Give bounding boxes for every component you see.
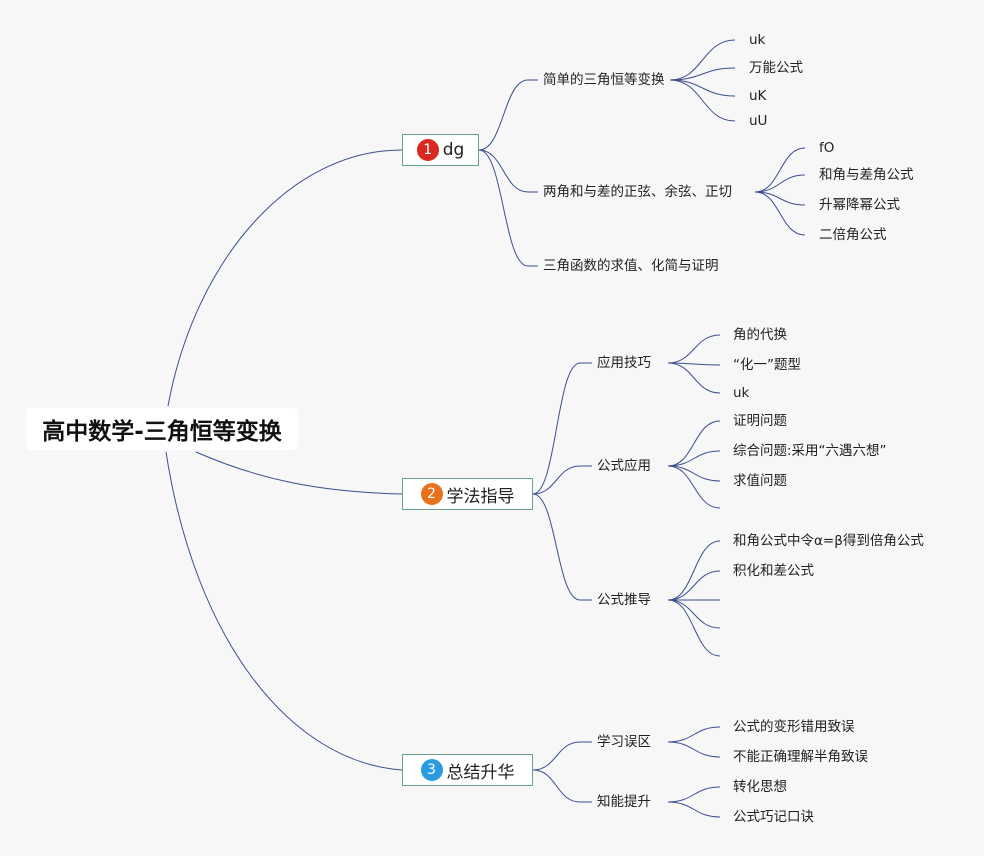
link-b2-s3-leaf-3 [667, 599, 721, 629]
leaf-formula-misuse[interactable]: 公式的变形错用致误 [733, 719, 855, 735]
link-b2-s3 [532, 493, 581, 601]
leaf-uk-2[interactable]: uk [733, 385, 750, 401]
leaf-mnemonic[interactable]: 公式巧记口诀 [733, 809, 814, 825]
branch-2-node[interactable]: 2 学法指导 [402, 478, 533, 510]
leaf-uU[interactable]: uU [749, 113, 768, 129]
leaf-unify-type[interactable]: “化一”题型 [733, 357, 801, 373]
link-b1-s1-leaf-1 [669, 67, 736, 81]
link-b2-s2-leaf-0 [667, 420, 721, 467]
link-b3-s2-leaf-1 [667, 801, 721, 818]
link-b3-s2-leaf-0 [667, 786, 721, 803]
link-b1-s1-leaf-3 [669, 79, 736, 122]
link-b2-s2-leaf-1 [667, 450, 721, 467]
link-b1-s3 [478, 149, 529, 267]
link-b1-s1-leaf-0 [669, 39, 736, 81]
link-b2-s3-leaf-0 [667, 540, 721, 601]
number-1-badge: 1 [416, 139, 439, 161]
leaf-evaluation-problems[interactable]: 求值问题 [733, 473, 787, 489]
link-b3-s1 [532, 741, 581, 771]
link-b1-s2-leaf-3 [754, 191, 806, 236]
link-root-branch-2 [195, 451, 403, 495]
subtopic-formula-application[interactable]: 公式应用 [597, 458, 651, 474]
link-root-branch-1 [167, 149, 403, 407]
link-b3-s1-leaf-1 [667, 741, 721, 758]
link-b2-s1 [532, 362, 581, 495]
leaf-universal-formula[interactable]: 万能公式 [749, 60, 803, 76]
subtopic-application-skills[interactable]: 应用技巧 [597, 355, 651, 371]
subtopic-learning-pitfalls[interactable]: 学习误区 [597, 734, 651, 750]
link-b2-s3-leaf-1 [667, 570, 721, 601]
subtopic-evaluate-simplify[interactable]: 三角函数的求值、化简与证明 [543, 258, 719, 274]
leaf-double-angle-derivation[interactable]: 和角公式中令α=β得到倍角公式 [733, 533, 924, 549]
root-topic[interactable]: 高中数学-三角恒等变换 [26, 408, 298, 450]
subtopic-skill-improvement[interactable]: 知能提升 [597, 794, 651, 810]
link-b1-s2 [478, 149, 529, 193]
leaf-comprehensive-problems[interactable]: 综合问题:采用“六遇六想” [733, 443, 887, 459]
link-root-branch-3 [165, 451, 403, 771]
link-b3-s1-leaf-0 [667, 726, 721, 743]
branch-3-node[interactable]: 3 总结升华 [402, 754, 533, 786]
leaf-uk[interactable]: uk [749, 32, 766, 48]
leaf-uK[interactable]: uK [749, 88, 767, 104]
number-2-badge: 2 [420, 483, 443, 505]
leaf-transformation-thinking[interactable]: 转化思想 [733, 779, 787, 795]
link-b2-s3-leaf-4 [667, 599, 721, 657]
link-b1-s1-leaf-2 [669, 79, 736, 97]
link-b2-s1-leaf-2 [667, 362, 721, 394]
leaf-power-formula[interactable]: 升幂降幂公式 [819, 197, 900, 213]
branch-3-label: 总结升华 [446, 762, 515, 783]
leaf-fO[interactable]: fO [819, 140, 835, 156]
leaf-proof-problems[interactable]: 证明问题 [733, 413, 787, 429]
number-3-badge: 3 [420, 759, 443, 781]
link-b2-s2 [532, 465, 581, 495]
link-b2-s2-leaf-2 [667, 465, 721, 482]
leaf-double-angle[interactable]: 二倍角公式 [819, 227, 887, 243]
link-b1-s2-leaf-1 [754, 174, 806, 193]
branch-1-node[interactable]: 1 dg [402, 134, 479, 166]
branch-2-label: 学法指导 [446, 486, 515, 507]
link-b3-s2 [532, 769, 581, 803]
subtopic-simple-transform[interactable]: 简单的三角恒等变换 [543, 72, 665, 88]
branch-1-label: dg [442, 140, 465, 160]
leaf-half-angle-error[interactable]: 不能正确理解半角致误 [733, 749, 868, 765]
leaf-sum-diff-angle[interactable]: 和角与差角公式 [819, 167, 914, 183]
leaf-angle-substitution[interactable]: 角的代换 [733, 327, 787, 343]
link-b2-s2-leaf-3 [667, 465, 721, 509]
link-b1-s1 [478, 79, 529, 151]
link-b1-s2-leaf-0 [754, 147, 806, 193]
link-b2-s1-leaf-0 [667, 334, 721, 364]
subtopic-sum-difference[interactable]: 两角和与差的正弦、余弦、正切 [543, 184, 732, 200]
subtopic-formula-derivation[interactable]: 公式推导 [597, 592, 651, 608]
leaf-product-to-sum[interactable]: 积化和差公式 [733, 563, 814, 579]
